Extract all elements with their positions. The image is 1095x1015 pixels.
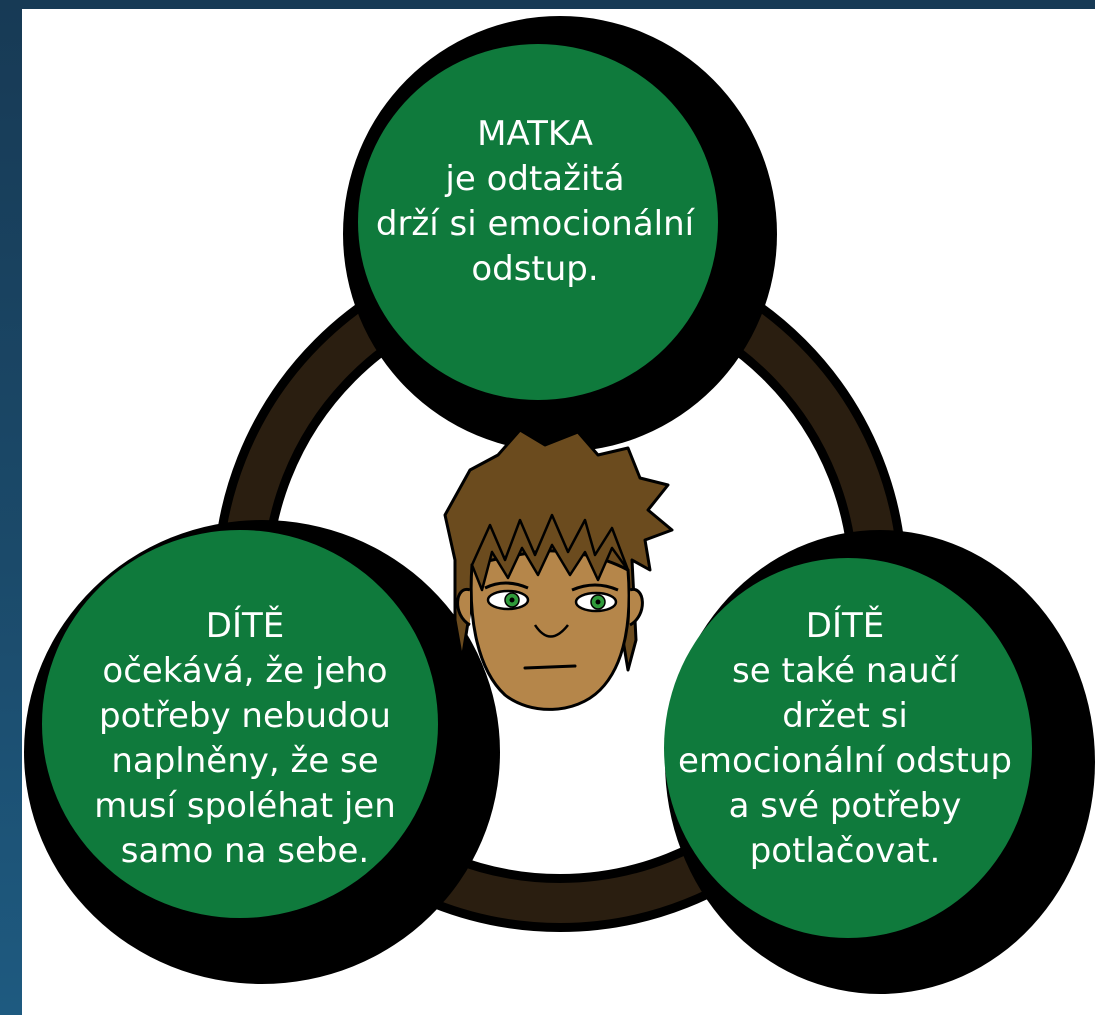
left-frame-border xyxy=(0,0,22,1015)
node-child-learns xyxy=(664,530,1095,994)
mother-line-3: odstup. xyxy=(471,249,599,289)
mother-line-2: drží si emocionální xyxy=(375,204,695,244)
child-learns-line-2: držet si xyxy=(782,696,908,736)
child-learns-line-1: se také naučí xyxy=(732,651,958,691)
child-learns-line-4: a své potřeby xyxy=(728,786,962,826)
child-learns-title: DÍTĚ xyxy=(805,606,885,646)
child-expects-line-5: samo na sebe. xyxy=(120,831,370,871)
child-learns-line-5: potlačovat. xyxy=(749,831,941,871)
mother-node-text: MATKA je odtažitá drží si emocionální od… xyxy=(345,112,725,292)
child-expects-line-2: potřeby nebudou xyxy=(99,696,391,736)
child-expects-text: DÍTĚ očekává, že jeho potřeby nebudou na… xyxy=(55,604,435,874)
node-mother xyxy=(343,16,777,452)
child-expects-line-3: naplněny, že se xyxy=(111,741,379,781)
top-frame-border xyxy=(0,0,1095,9)
child-learns-text: DÍTĚ se také naučí držet si emocionální … xyxy=(650,604,1040,874)
mother-line-1: je odtažitá xyxy=(445,159,625,199)
child-expects-title: DÍTĚ xyxy=(205,606,285,646)
child-learns-line-3: emocionální odstup xyxy=(678,741,1012,781)
node-child-expects xyxy=(24,520,500,984)
child-expects-line-4: musí spoléhat jen xyxy=(94,786,396,826)
mother-title: MATKA xyxy=(477,114,593,154)
child-expects-line-1: očekává, že jeho xyxy=(102,651,388,691)
child-face-icon xyxy=(443,428,674,711)
